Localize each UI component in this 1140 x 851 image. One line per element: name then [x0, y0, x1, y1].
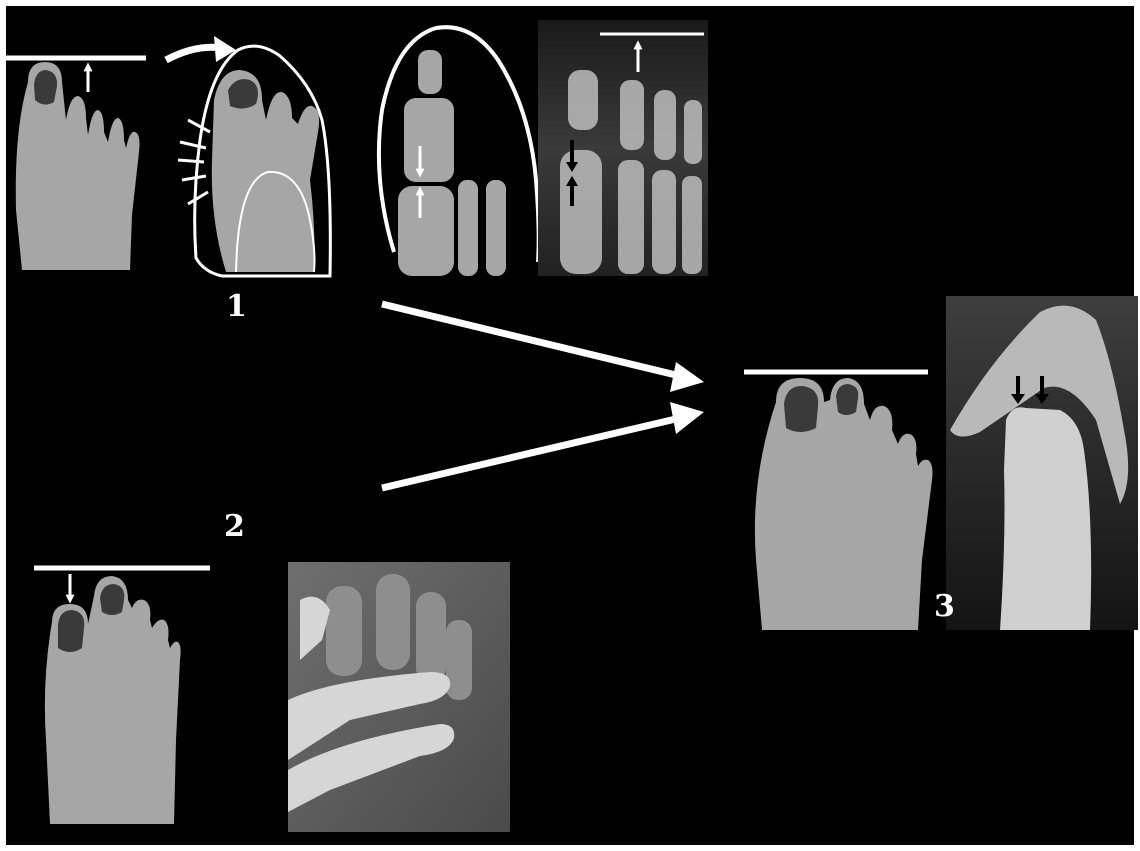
- panel-label-2: 2: [224, 512, 245, 542]
- foot: [1000, 407, 1091, 630]
- toenail: [58, 610, 84, 652]
- panel-1-xray: [538, 20, 708, 276]
- second-toenail: [836, 384, 858, 415]
- panel-label-3: 3: [934, 592, 955, 622]
- second-toe-bone: [458, 180, 478, 276]
- proximal-phalanx: [404, 98, 454, 182]
- toenail: [34, 70, 57, 105]
- panel-2-photo: [288, 562, 510, 832]
- toenail: [784, 386, 818, 432]
- panel-label-1: 1: [226, 292, 247, 322]
- second-toenail: [100, 584, 124, 615]
- metatarsal: [398, 186, 454, 276]
- panel-3-photo: [946, 296, 1138, 630]
- distal-phalanx: [418, 50, 442, 94]
- third-toe-bone: [486, 180, 506, 276]
